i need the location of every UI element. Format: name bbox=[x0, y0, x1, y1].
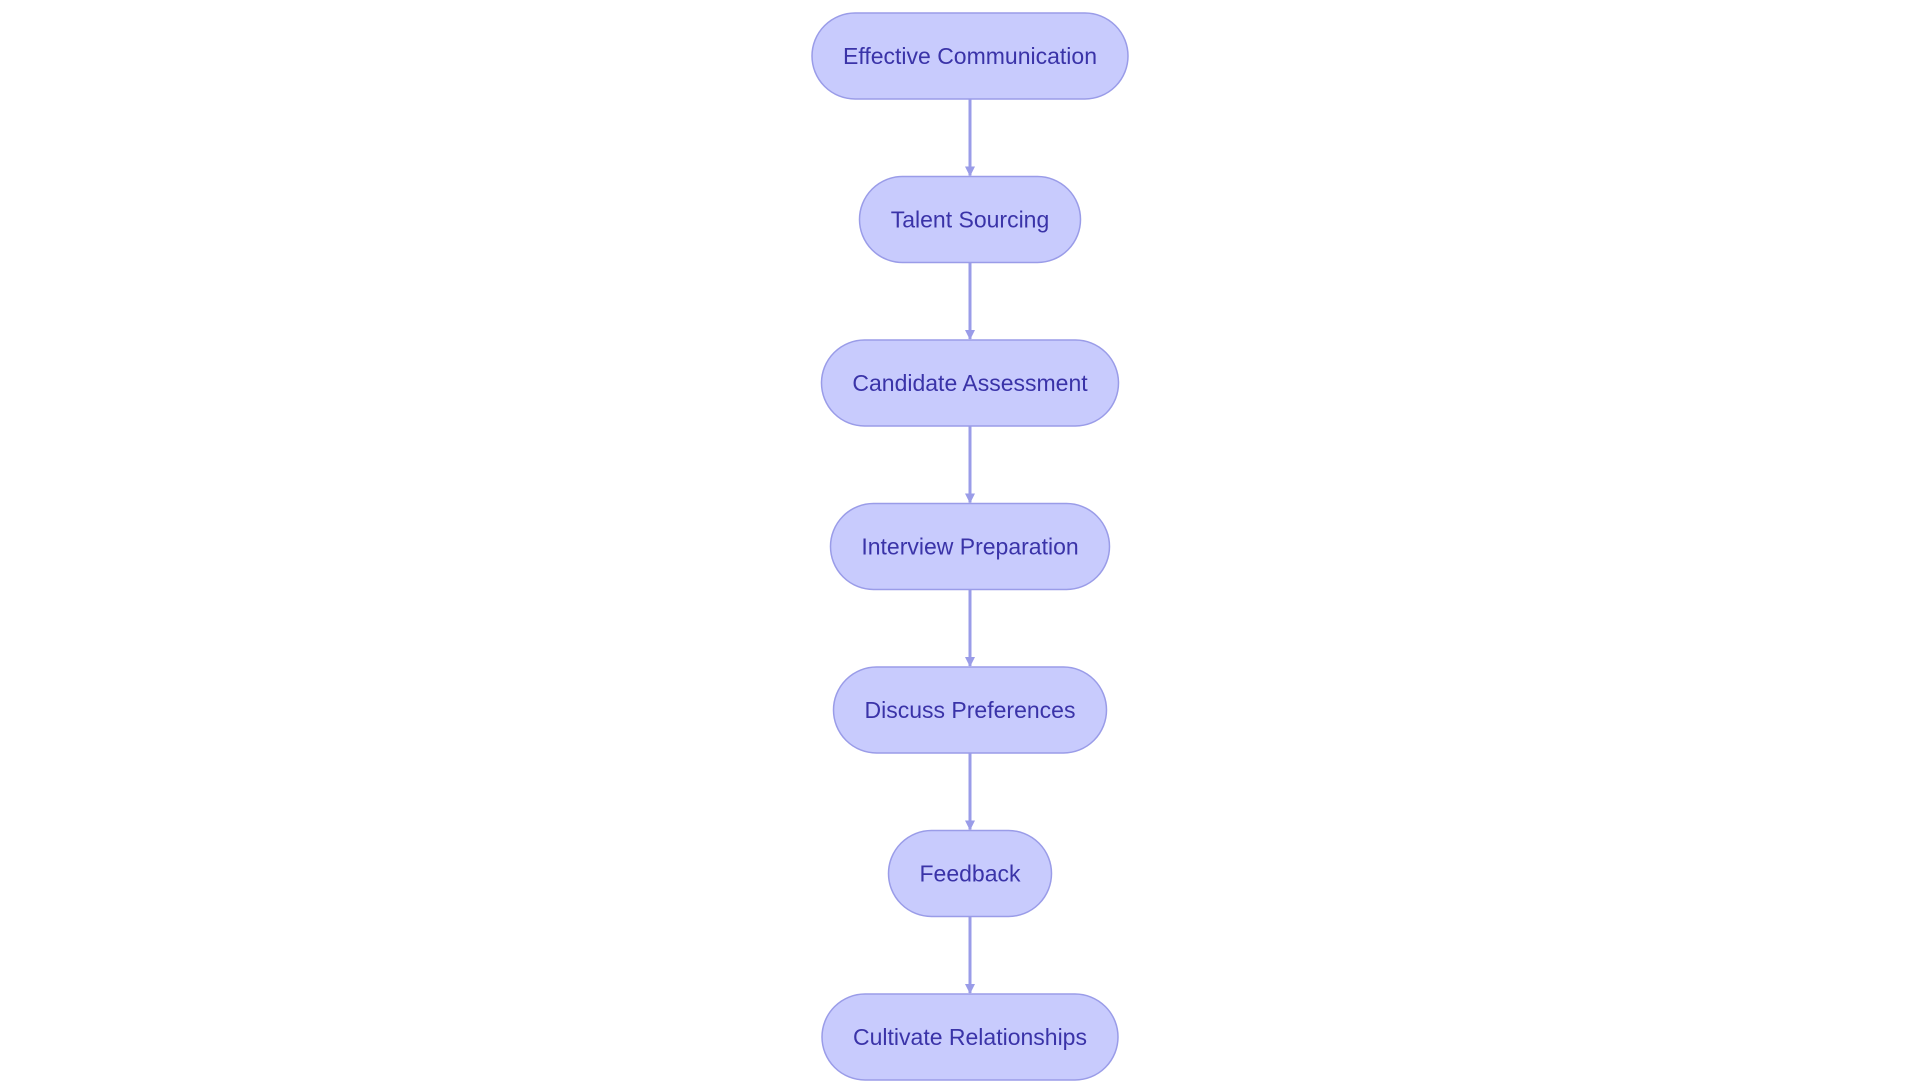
node-label: Effective Communication bbox=[843, 43, 1097, 69]
node-n5: Discuss Preferences bbox=[832, 666, 1108, 754]
node-label: Feedback bbox=[919, 861, 1021, 887]
node-n1: Effective Communication bbox=[811, 12, 1129, 100]
node-n7: Cultivate Relationships bbox=[821, 993, 1119, 1081]
node-shape bbox=[832, 666, 1108, 754]
node-n4: Interview Preparation bbox=[829, 502, 1111, 591]
node-shape bbox=[829, 502, 1111, 591]
node-shape bbox=[858, 175, 1082, 264]
node-label: Interview Preparation bbox=[861, 534, 1078, 560]
node-n3: Candidate Assessment bbox=[820, 339, 1120, 427]
node-label: Candidate Assessment bbox=[852, 370, 1088, 396]
node-shape bbox=[820, 339, 1120, 427]
node-shape bbox=[811, 12, 1129, 100]
node-n6: Feedback bbox=[887, 829, 1053, 918]
node-label: Cultivate Relationships bbox=[853, 1024, 1087, 1050]
node-n2: Talent Sourcing bbox=[858, 175, 1082, 264]
node-shape bbox=[887, 829, 1053, 918]
node-label: Talent Sourcing bbox=[891, 207, 1050, 233]
node-label: Discuss Preferences bbox=[865, 697, 1076, 723]
node-shape bbox=[821, 993, 1119, 1081]
